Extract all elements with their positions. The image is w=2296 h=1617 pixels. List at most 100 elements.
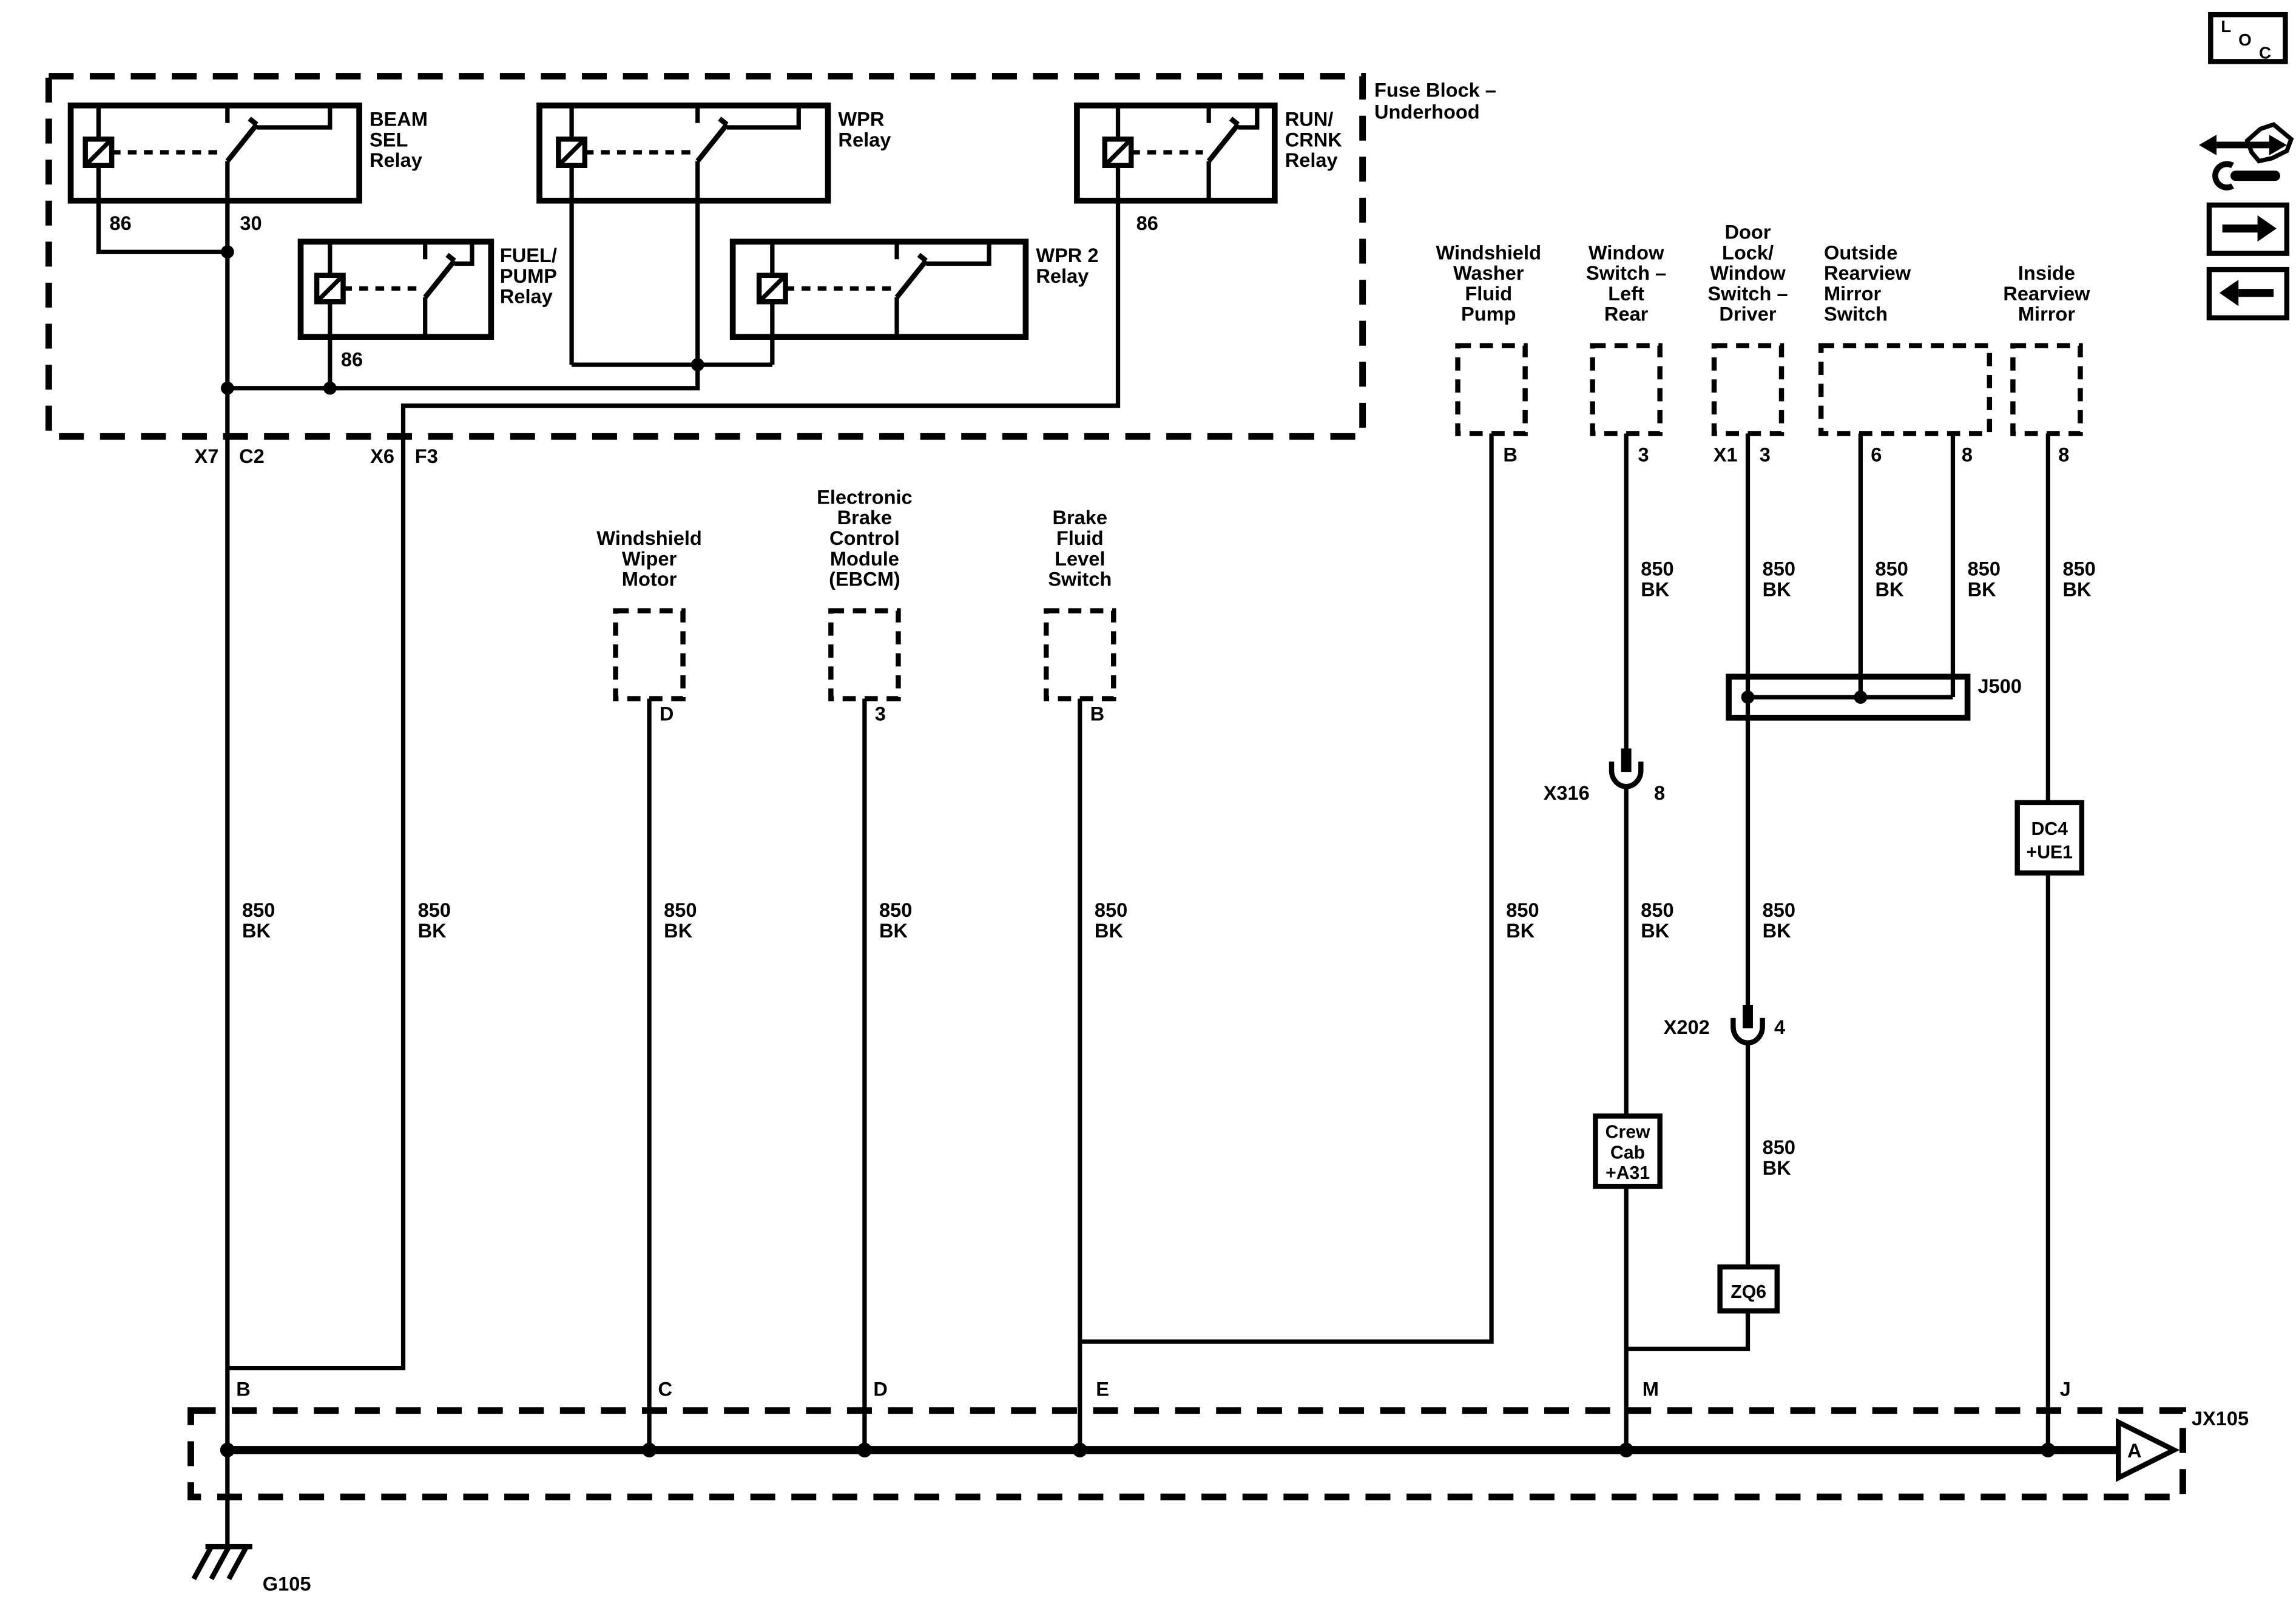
- relay-blade: [423, 252, 457, 299]
- loc-button[interactable]: L O C: [2208, 12, 2288, 64]
- relay-contact: [454, 241, 474, 266]
- wire-color: BK: [1876, 578, 1905, 600]
- component-label: Module: [830, 548, 899, 570]
- junction-dot: [1072, 1442, 1087, 1457]
- zq6-box: ZQ6: [1717, 1264, 1780, 1314]
- wire-gauge: 850: [1763, 558, 1795, 580]
- relay-label: RUN/: [1285, 109, 1334, 130]
- run-crnk-relay: RUN/ CRNK Relay 86: [1074, 102, 1342, 234]
- wire-color: BK: [1641, 578, 1670, 600]
- component-label: Rearview: [1824, 262, 1911, 284]
- pin-label: 8: [2058, 444, 2069, 465]
- option-box: [1593, 1113, 1663, 1189]
- component-label: Fluid: [1465, 283, 1512, 305]
- junction-dot: [1741, 690, 1755, 704]
- arrow-head-right: [2269, 135, 2287, 155]
- pin-label-x1: X1: [1714, 444, 1738, 465]
- relay-blade: [695, 116, 729, 163]
- pin-label: D: [660, 703, 674, 725]
- junction-dot: [690, 358, 704, 371]
- relay-label: FUEL/: [500, 245, 557, 266]
- exit-label-x6: X6: [370, 445, 394, 467]
- back-button[interactable]: [2206, 266, 2290, 321]
- right-arrow-head: [2257, 215, 2277, 242]
- relay-coil-diag: [315, 274, 345, 303]
- wire-color: BK: [1095, 920, 1124, 942]
- component-label: Electronic: [817, 486, 913, 508]
- exit-label-c2: C2: [239, 445, 265, 467]
- component-label: Switch –: [1586, 262, 1666, 284]
- relay-blade: [894, 252, 928, 299]
- fuel-pump-relay: FUEL/ PUMP Relay 86: [297, 238, 557, 370]
- relay-coil-diag: [84, 137, 113, 167]
- relay-label: WPR: [838, 109, 884, 130]
- component-label: Door: [1725, 221, 1771, 243]
- component-box: [1711, 343, 1784, 436]
- component-label: Brake: [1052, 507, 1107, 528]
- relay-outline: [67, 102, 362, 204]
- relay-coil-diag: [1103, 137, 1133, 167]
- wire-gauge: 850: [1641, 558, 1673, 580]
- component-label: Level: [1055, 548, 1105, 570]
- pin-label: 8: [1962, 444, 1973, 465]
- connector-socket-icon: [1730, 1018, 1765, 1045]
- component-label: Windshield: [1436, 241, 1541, 263]
- crew-cab-box: Crew Cab +A31: [1593, 1113, 1663, 1189]
- wire-gauge: 850: [1763, 1136, 1795, 1158]
- component-label: Rear: [1604, 303, 1649, 325]
- loc-letter-o: O: [2238, 30, 2252, 49]
- wire-gauge: 850: [2063, 558, 2096, 580]
- x316-pin: 8: [1654, 782, 1665, 804]
- exit-label-x7: X7: [194, 445, 218, 467]
- pin-label: 3: [875, 703, 886, 725]
- component-box: [1044, 608, 1116, 701]
- repair-info-icon[interactable]: [2199, 122, 2294, 191]
- wire-gauge: 850: [664, 899, 697, 921]
- wire-color: BK: [1506, 920, 1535, 942]
- component-label: Brake: [837, 507, 893, 528]
- pin-label: B: [1503, 444, 1518, 465]
- loc-box[interactable]: [2208, 12, 2288, 64]
- junction-dot: [857, 1442, 872, 1457]
- wire-color: BK: [2063, 578, 2092, 600]
- component-label: Switch –: [1707, 283, 1788, 305]
- dc4-ue1-box: DC4 +UE1: [2014, 800, 2085, 876]
- component-box: [2010, 343, 2083, 436]
- bus-pin-letter: C: [658, 1378, 673, 1400]
- bus-pin-letter: B: [236, 1378, 251, 1400]
- connector-pin-icon: [1621, 748, 1632, 772]
- option-label: DC4: [2031, 819, 2068, 839]
- relay-outline: [1074, 102, 1278, 204]
- wire-gauge-labels: 850 BK 850 BK 850 BK 850 BK 850 BK 850 B…: [242, 558, 2096, 1179]
- option-label: Crew: [1606, 1122, 1650, 1143]
- component-label: Driver: [1719, 303, 1776, 325]
- relay-label: Relay: [1036, 265, 1089, 287]
- forward-button[interactable]: [2206, 202, 2290, 256]
- jx105-label: JX105: [2192, 1408, 2249, 1430]
- relay-label: Relay: [500, 286, 553, 308]
- loc-letter-l: L: [2221, 17, 2231, 36]
- g105-label: G105: [263, 1573, 311, 1595]
- arrow-head-left: [2199, 135, 2217, 155]
- bus-pin-letter: E: [1096, 1378, 1109, 1400]
- wrench-jaw-icon: [2212, 161, 2234, 191]
- j500-label: J500: [1978, 675, 2022, 697]
- component-box: [613, 608, 686, 701]
- component-label: Lock/: [1722, 241, 1774, 263]
- wire-gauge: 850: [1876, 558, 1908, 580]
- jx105-bus: B C D E M J A JX105: [187, 1378, 2249, 1501]
- windshield-washer-fluid-pump: Windshield Washer Fluid Pump B: [1079, 241, 1541, 1344]
- pin-label: 3: [1638, 444, 1649, 465]
- option-label: ZQ6: [1730, 1282, 1766, 1302]
- wire-gauge: 850: [1763, 899, 1795, 921]
- component-label: Fluid: [1056, 527, 1104, 549]
- fuse-block-underhood: Fuse Block – Underhood: [45, 73, 1496, 440]
- option-box: [1717, 1264, 1780, 1314]
- junction-dot: [641, 1442, 657, 1457]
- relay-blade: [1206, 116, 1240, 163]
- pin-30-label: 30: [240, 212, 262, 234]
- relay-label: Relay: [1285, 149, 1338, 171]
- pin-86-label: 86: [341, 348, 363, 370]
- wire-gauge: 850: [418, 899, 451, 921]
- fuse-block-border: [45, 73, 1366, 440]
